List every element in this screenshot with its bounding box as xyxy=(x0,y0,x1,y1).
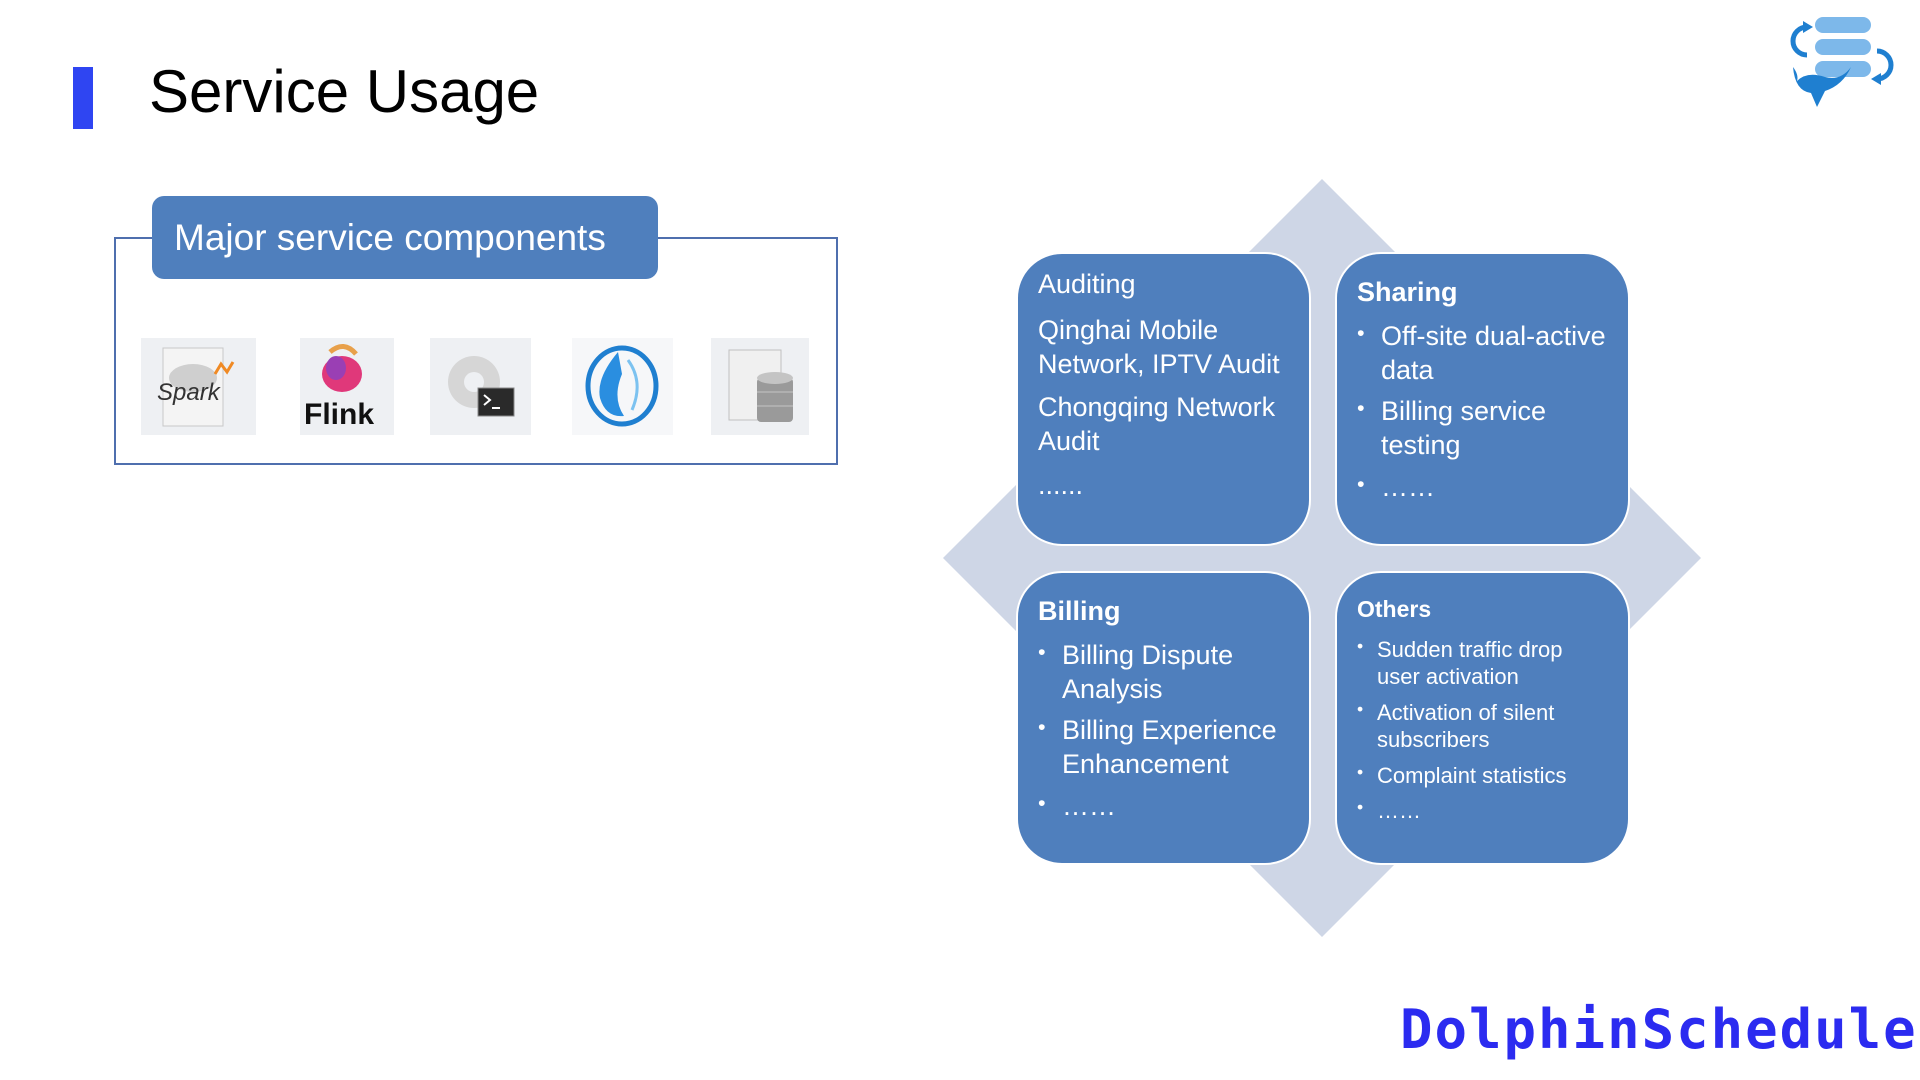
components-header: Major service components xyxy=(152,196,658,279)
svg-text:Spark: Spark xyxy=(157,379,222,406)
sharing-title: Sharing xyxy=(1357,277,1458,307)
others-item: …… xyxy=(1357,797,1608,825)
svg-text:Flink: Flink xyxy=(304,398,374,431)
sharing-item: …… xyxy=(1357,471,1608,505)
billing-item: Billing Experience Enhancement xyxy=(1038,714,1289,782)
shell-icon xyxy=(430,338,531,435)
auditing-line: Chongqing Network Audit xyxy=(1038,392,1276,456)
billing-list: Billing Dispute Analysis Billing Experie… xyxy=(1038,639,1289,824)
others-item: Activation of silent subscribers xyxy=(1357,699,1608,754)
sharing-quadrant: Sharing Off-site dual-active data Billin… xyxy=(1335,252,1630,546)
auditing-quadrant: Auditing Qinghai Mobile Network, IPTV Au… xyxy=(1016,252,1311,546)
spark-icon: Spark xyxy=(141,338,256,435)
dolphinscheduler-logo-icon xyxy=(1785,15,1897,110)
auditing-title: Auditing xyxy=(1038,269,1136,299)
others-quadrant: Others Sudden traffic drop user activati… xyxy=(1335,571,1630,865)
others-list: Sudden traffic drop user activation Acti… xyxy=(1357,636,1608,825)
billing-item: Billing Dispute Analysis xyxy=(1038,639,1289,707)
page-title: Service Usage xyxy=(149,58,540,125)
others-item: Sudden traffic drop user activation xyxy=(1357,636,1608,691)
water-drop-icon xyxy=(572,338,673,435)
flink-icon: Flink xyxy=(300,338,394,435)
components-header-label: Major service components xyxy=(174,216,606,258)
database-icon xyxy=(711,338,809,435)
billing-title: Billing xyxy=(1038,596,1121,626)
auditing-line: ...... xyxy=(1038,469,1084,500)
billing-item: …… xyxy=(1038,790,1289,824)
dolphinscheduler-wordmark: DolphinScheduler xyxy=(1400,998,1920,1061)
auditing-line: Qinghai Mobile Network, IPTV Audit xyxy=(1038,314,1280,379)
sharing-list: Off-site dual-active data Billing servic… xyxy=(1357,320,1608,505)
others-title: Others xyxy=(1357,596,1432,622)
sharing-item: Off-site dual-active data xyxy=(1357,320,1608,388)
billing-quadrant: Billing Billing Dispute Analysis Billing… xyxy=(1016,571,1311,865)
others-item: Complaint statistics xyxy=(1357,762,1608,790)
sharing-item: Billing service testing xyxy=(1357,395,1608,463)
title-accent-bar xyxy=(73,67,93,129)
